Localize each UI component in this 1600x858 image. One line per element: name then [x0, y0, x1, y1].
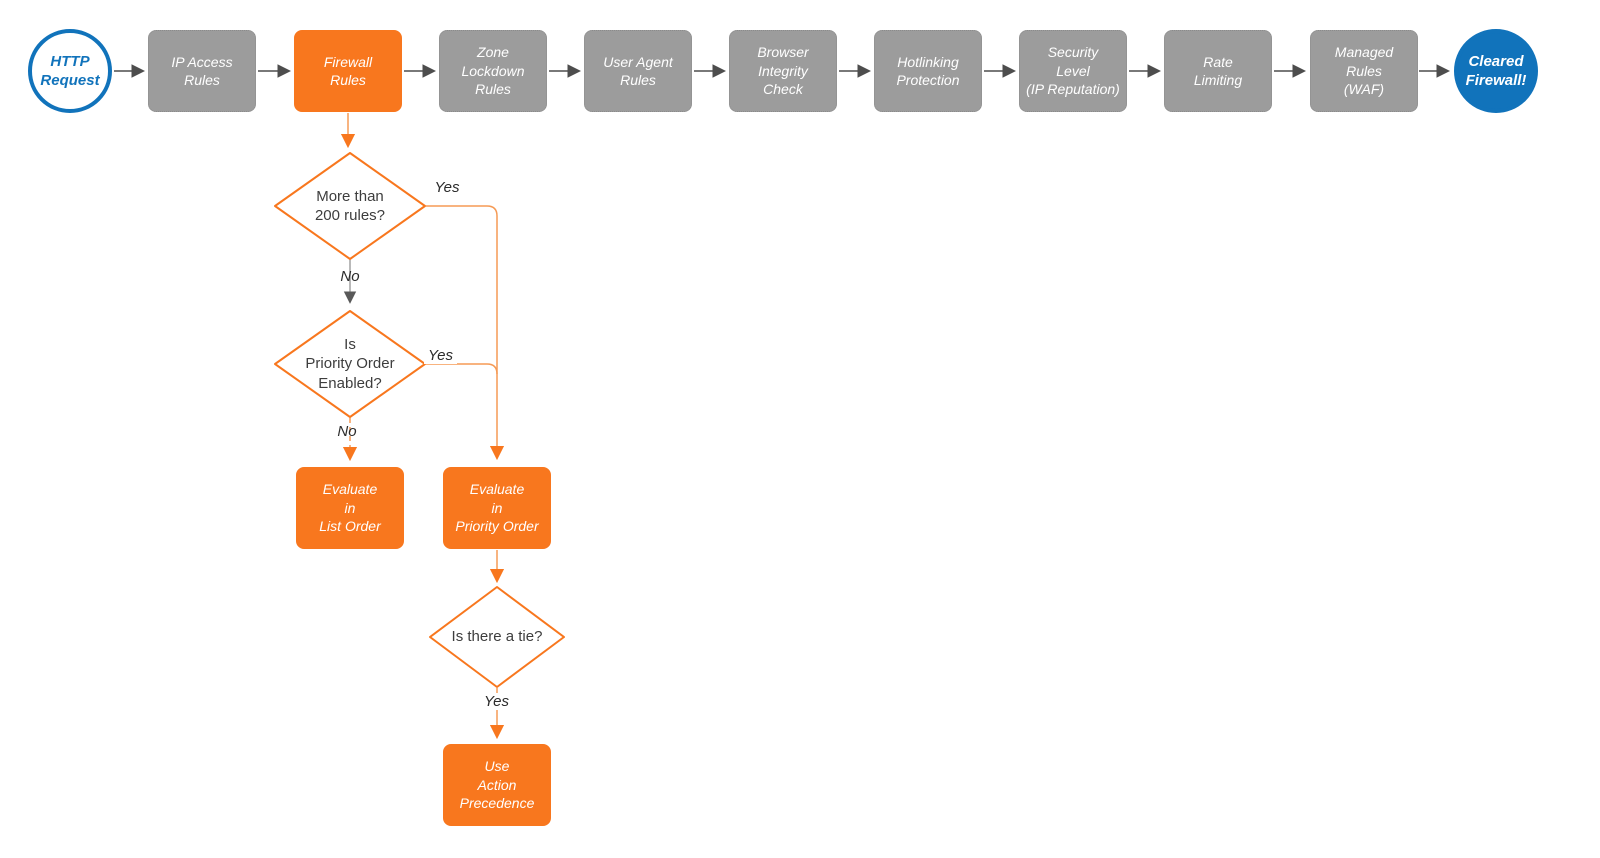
browser-integrity-check-label: Browser Integrity Check	[757, 44, 809, 98]
edge-label-yes-rule-count: Yes	[434, 179, 460, 196]
use-action-precedence-label: Use Action Precedence	[459, 757, 535, 812]
node-hotlinking-protection: Hotlinking Protection	[874, 30, 982, 112]
node-ip-access-rules: IP Access Rules	[148, 30, 256, 112]
arrow-yes-rule-count-to-priority-evaluate	[426, 205, 505, 461]
node-firewall-rules: Firewall Rules	[294, 30, 402, 112]
edge-label-yes-priority-order: Yes	[424, 347, 458, 364]
node-zone-lockdown-rules: Zone Lockdown Rules	[439, 30, 547, 112]
node-user-agent-rules: User Agent Rules	[584, 30, 692, 112]
ip-access-rules-label: IP Access Rules	[171, 53, 233, 88]
node-evaluate-list-order: Evaluate in List Order	[296, 467, 404, 549]
node-http-request: HTTP Request	[28, 29, 112, 113]
decision-rule-count-text: More than 200 rules?	[314, 187, 386, 224]
decision-tie-diamond	[429, 586, 565, 688]
security-level-label: Security Level (IP Reputation)	[1026, 44, 1120, 98]
decision-rule-count-diamond	[274, 152, 426, 260]
decision-priority-order-text: Is Priority Order Enabled?	[305, 336, 395, 392]
arrow-yes-priority-merge	[426, 363, 498, 375]
node-managed-rules-waf: Managed Rules (WAF)	[1310, 30, 1418, 112]
decision-priority-order-diamond	[274, 310, 426, 418]
node-browser-integrity-check: Browser Integrity Check	[729, 30, 837, 112]
evaluate-list-order-label: Evaluate in List Order	[319, 480, 381, 535]
user-agent-rules-label: User Agent Rules	[603, 53, 673, 88]
node-cleared-firewall: Cleared Firewall!	[1454, 29, 1538, 113]
edge-label-no-priority-order: No	[337, 423, 357, 440]
firewall-rules-label: Firewall Rules	[323, 53, 373, 88]
zone-lockdown-rules-label: Zone Lockdown Rules	[461, 44, 525, 98]
hotlinking-protection-label: Hotlinking Protection	[896, 53, 960, 88]
evaluate-priority-order-label: Evaluate in Priority Order	[455, 480, 539, 535]
node-use-action-precedence: Use Action Precedence	[443, 744, 551, 826]
cleared-firewall-label: Cleared Firewall!	[1465, 52, 1527, 90]
node-evaluate-priority-order: Evaluate in Priority Order	[443, 467, 551, 549]
managed-rules-waf-label: Managed Rules (WAF)	[1334, 44, 1394, 98]
edge-label-yes-tie: Yes	[480, 693, 514, 710]
edge-label-no-rule-count: No	[340, 268, 360, 285]
node-rate-limiting: Rate Limiting	[1164, 30, 1272, 112]
rate-limiting-label: Rate Limiting	[1193, 53, 1243, 88]
node-security-level: Security Level (IP Reputation)	[1019, 30, 1127, 112]
decision-tie-text: Is there a tie?	[451, 628, 543, 646]
http-request-label: HTTP Request	[40, 52, 100, 90]
